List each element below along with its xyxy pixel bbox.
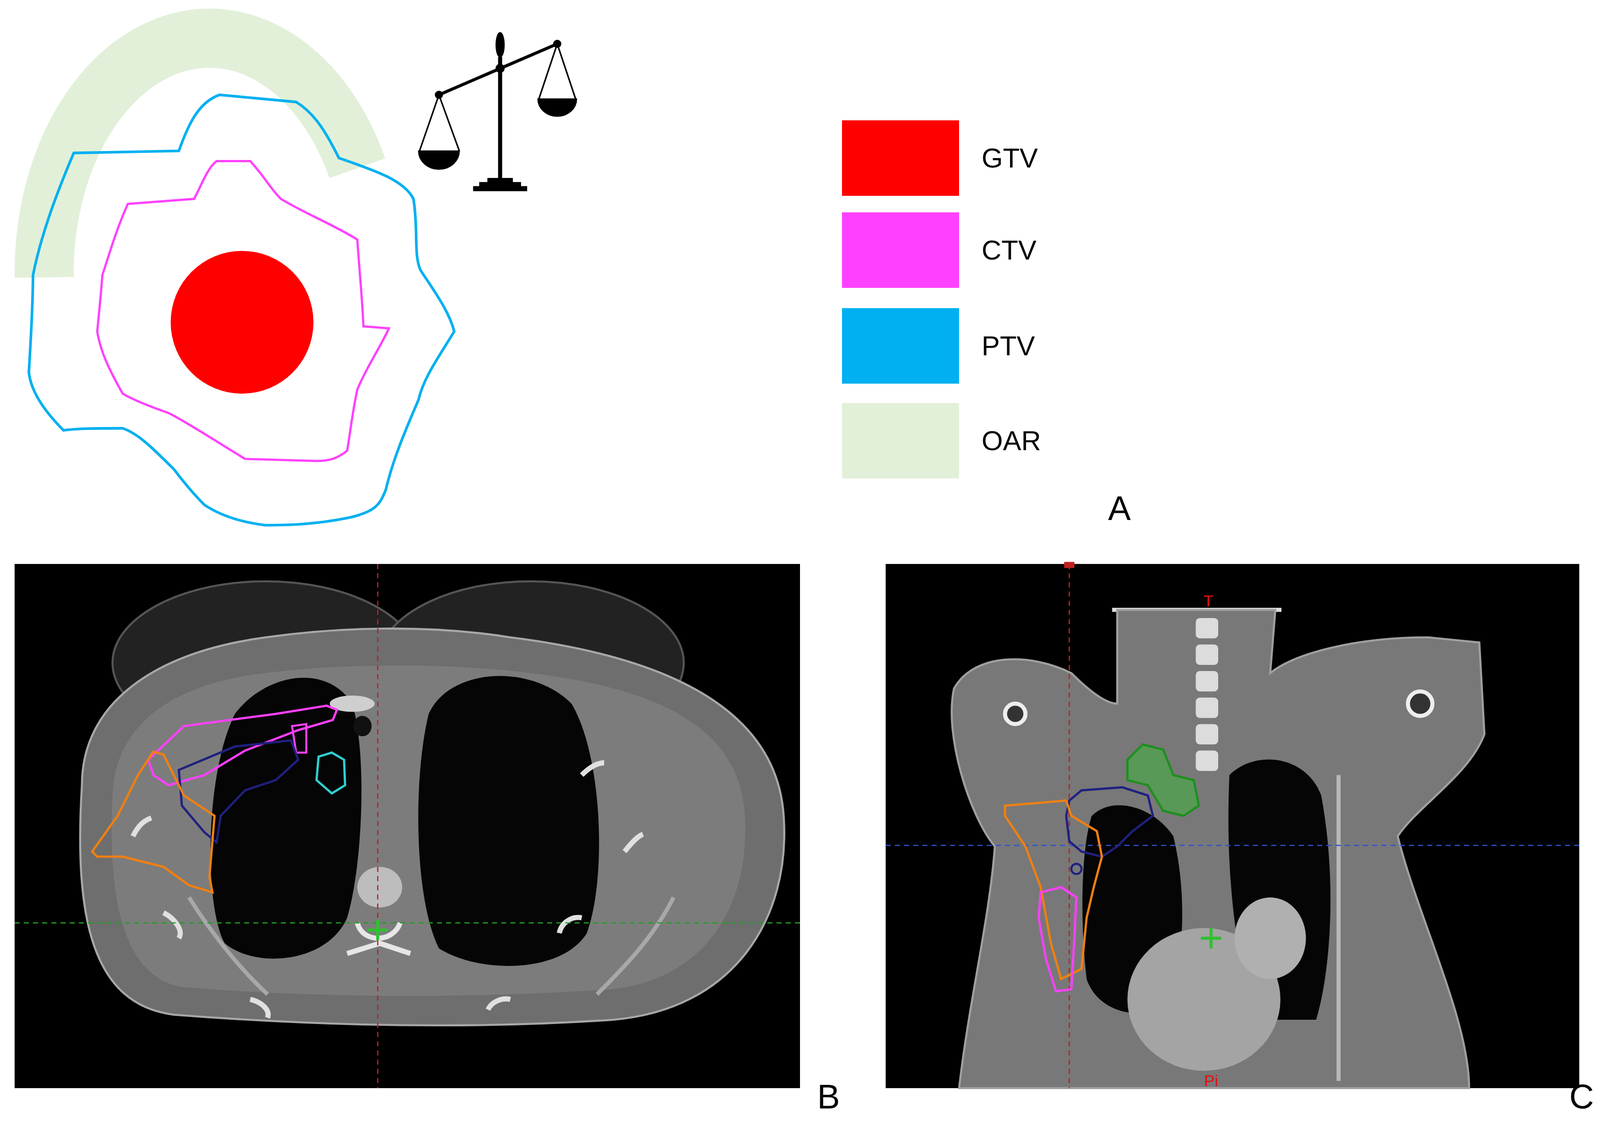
- ct-marker: [1064, 562, 1075, 569]
- legend-label: OAR: [981, 427, 1042, 455]
- ct-vertebra: [357, 867, 403, 908]
- ct-body: [80, 628, 785, 1026]
- ct-isocentre: [367, 919, 388, 941]
- ct-scapula: [188, 897, 268, 995]
- scales-pivot: [496, 64, 505, 73]
- scales-beam: [438, 43, 558, 95]
- orientation-mark: T: [1203, 592, 1213, 609]
- panel-letter: C: [1569, 1079, 1594, 1114]
- coronal-ct: [885, 562, 1580, 1089]
- ct-spine: [1195, 618, 1219, 772]
- oar-contour: [1127, 744, 1199, 817]
- legend-swatch: [842, 120, 960, 196]
- ct-aorta: [1336, 774, 1341, 1081]
- ct-heart: [1234, 897, 1306, 980]
- scales-pan: [538, 99, 577, 117]
- ct-crosshair: [885, 844, 1580, 847]
- scales-finial: [496, 32, 505, 58]
- gtv-disc: [170, 251, 314, 395]
- scales-string: [419, 94, 439, 152]
- scales-base: [479, 182, 521, 187]
- scales-base: [488, 178, 513, 183]
- ptv-contour: [178, 740, 299, 843]
- scales-string: [557, 43, 576, 100]
- scales-pan: [418, 151, 460, 170]
- ptv-outline: [28, 94, 455, 526]
- ct-humerus: [1004, 703, 1026, 725]
- scales-base: [473, 186, 527, 191]
- ctv-outline: [97, 160, 389, 461]
- ptv-contour: [1071, 863, 1082, 875]
- axial-ct: [14, 564, 800, 1089]
- ct-humerus: [1407, 691, 1433, 716]
- oar-band: [44, 38, 358, 278]
- ct-scapula: [597, 897, 674, 995]
- schematic: [28, 38, 455, 526]
- scales-string: [438, 94, 460, 152]
- ct-crosshair: [14, 922, 800, 925]
- panel-letter: B: [817, 1079, 841, 1114]
- ct-isocentre: [1200, 928, 1222, 949]
- ct-crosshair: [1068, 564, 1070, 1089]
- ct-ground: [885, 564, 1580, 1089]
- scales-pole: [497, 57, 503, 180]
- oar-contour: [316, 752, 346, 794]
- ct-body: [951, 609, 1485, 1089]
- ptv-contour: [1066, 787, 1154, 857]
- legend-swatch: [842, 403, 960, 479]
- ct-ground: [14, 564, 800, 1089]
- ct-lung: [418, 676, 599, 967]
- scales-string: [538, 43, 558, 100]
- ct-trachea: [353, 715, 372, 737]
- ct-muscle: [111, 665, 746, 996]
- oar-contour: [92, 751, 215, 893]
- ctv-contour: [1038, 887, 1077, 992]
- ct-crosshair: [377, 564, 379, 1089]
- legend-label: GTV: [981, 144, 1038, 172]
- legend-swatch: [842, 212, 960, 288]
- legend-swatch: [842, 308, 960, 384]
- legend-label: CTV: [981, 236, 1037, 264]
- panel-letter: A: [1108, 491, 1131, 526]
- legend-label: PTV: [981, 332, 1036, 360]
- orientation-mark: Pi: [1204, 1072, 1219, 1089]
- scales-icon: [418, 32, 577, 191]
